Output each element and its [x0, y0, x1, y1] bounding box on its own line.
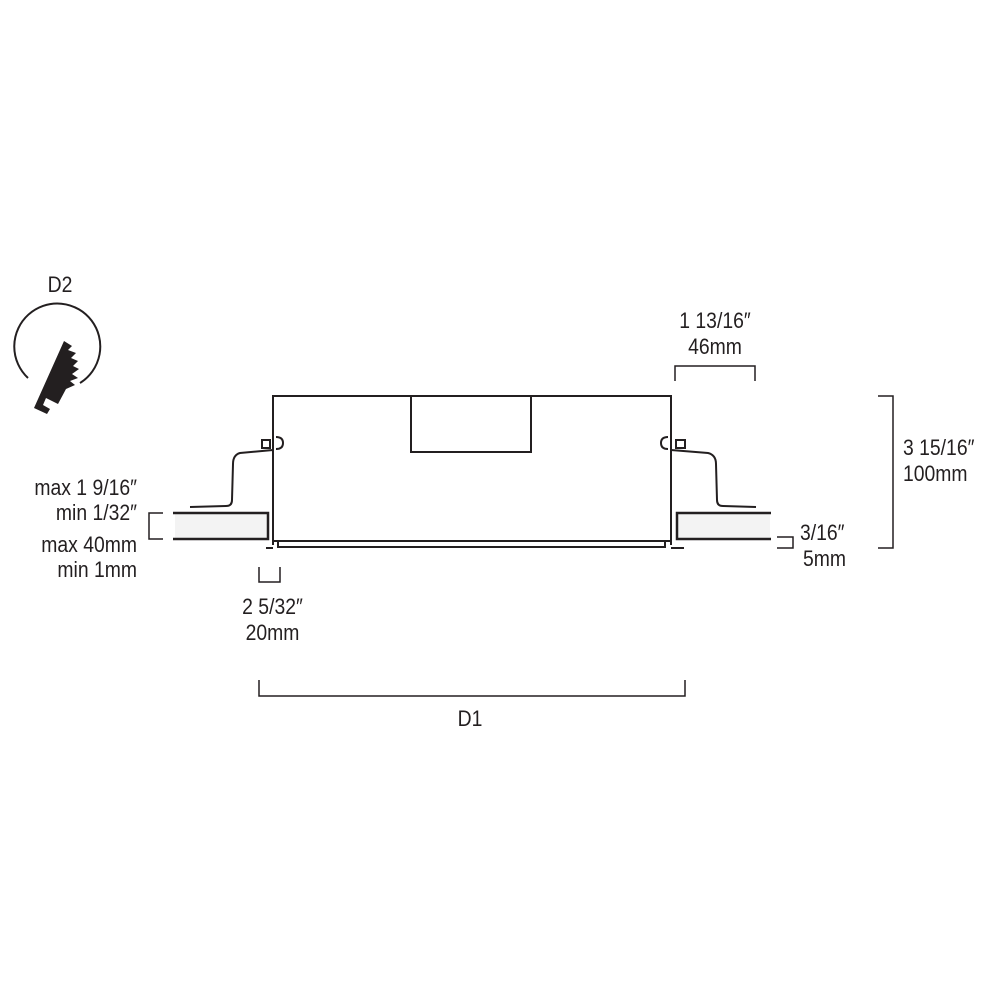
- label-cutout-side-inch: 1 13/16″: [679, 308, 751, 333]
- trim: [266, 540, 684, 549]
- ceiling-panel-left: [173, 511, 270, 541]
- dimension-height: [878, 395, 894, 549]
- label-d1: D1: [457, 706, 483, 731]
- label-ceiling-max-inch: max 1 9/16″: [34, 475, 137, 500]
- label-height-inch: 3 15/16″: [903, 435, 975, 460]
- label-trim-mm: 5mm: [803, 546, 847, 571]
- label-ceiling-min-inch: min 1/32″: [55, 500, 138, 525]
- dimension-ceiling-thickness: [148, 512, 163, 540]
- dimension-cutout-side: [674, 365, 756, 381]
- spring-clip-right: [659, 436, 757, 508]
- label-d2: D2: [47, 272, 73, 297]
- dimension-d1: [258, 680, 686, 697]
- spring-clip-left: [189, 436, 285, 508]
- label-flange-inch: 2 5/32″: [242, 594, 303, 619]
- housing: [272, 395, 672, 545]
- label-cutout-side-mm: 46mm: [688, 334, 742, 359]
- label-trim-inch: 3/16″: [800, 520, 845, 545]
- label-height-mm: 100mm: [903, 461, 968, 486]
- dimension-trim: [777, 536, 794, 549]
- label-ceiling-max-mm: max 40mm: [41, 532, 137, 557]
- jigsaw-blade-in-circle-icon: [13, 302, 102, 414]
- label-ceiling-min-mm: min 1mm: [57, 557, 137, 582]
- label-flange-mm: 20mm: [245, 620, 300, 645]
- dimension-flange: [258, 567, 281, 583]
- ceiling-panel-right: [675, 511, 771, 541]
